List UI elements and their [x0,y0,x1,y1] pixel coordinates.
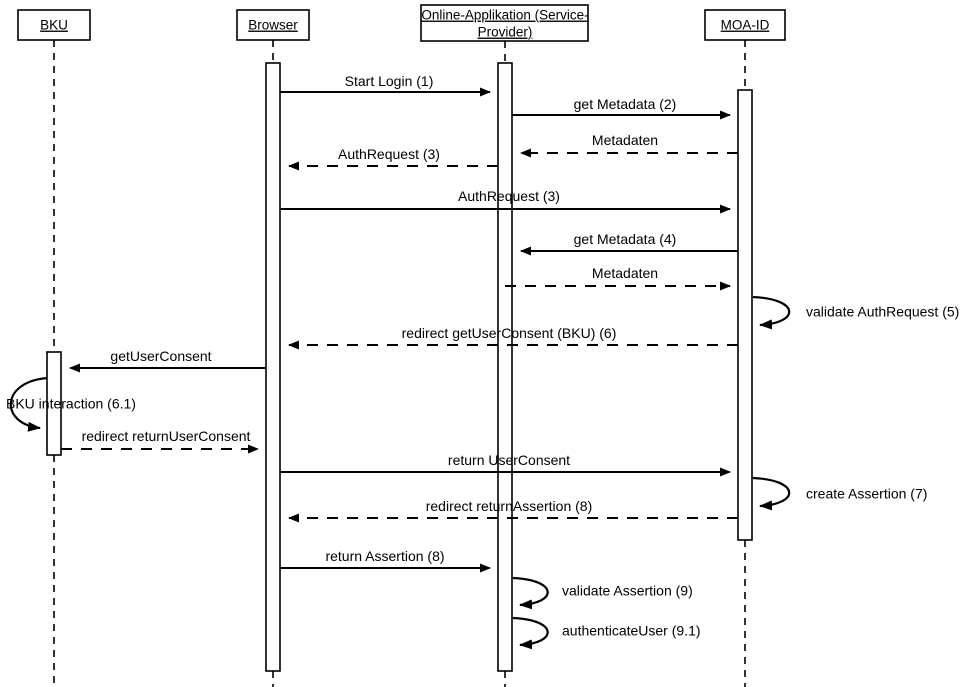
self-message-validate-authrequest[interactable]: validate AuthRequest (5) [752,295,959,330]
message-return-assertion[interactable]: return Assertion (8) [280,548,491,573]
messages: Start Login (1) get Metadata (2) Metadat… [61,73,738,573]
lifeline-label-online-applikation-line1: Online-Applikation (Service- [421,8,588,23]
message-label-authrequest-3-to-moaid: AuthRequest (3) [458,188,560,204]
self-message-label-authenticate-user: authenticateUser (9.1) [562,623,701,639]
message-label-return-userconsent: return UserConsent [448,452,570,468]
message-redirect-getuserconsent[interactable]: redirect getUserConsent (BKU) (6) [288,325,738,350]
message-return-userconsent[interactable]: return UserConsent [280,452,731,477]
message-label-start-login: Start Login (1) [345,73,434,89]
message-label-redirect-returnassertion: redirect returnAssertion (8) [426,498,593,514]
self-message-label-validate-authrequest: validate AuthRequest (5) [806,304,959,320]
activation-bar-bku [46,351,62,456]
message-getuserconsent[interactable]: getUserConsent [69,348,266,373]
lifeline-label-browser: Browser [248,18,298,33]
lifeline-header-bku[interactable]: BKU [17,9,91,41]
message-authrequest-3-to-moaid[interactable]: AuthRequest (3) [280,188,731,214]
lifeline-dashes [53,40,746,687]
lifeline-header-online-applikation[interactable]: Online-Applikation (Service- Provider) [420,4,589,42]
self-message-bku-interaction[interactable]: BKU interaction (6.1) [6,376,136,432]
message-label-getuserconsent: getUserConsent [110,348,211,364]
lifeline-label-moa-id: MOA-ID [721,18,770,33]
message-start-login[interactable]: Start Login (1) [280,73,491,97]
message-label-redirect-returnuserconsent: redirect returnUserConsent [82,428,251,444]
self-message-label-bku-interaction: BKU interaction (6.1) [6,396,136,412]
message-redirect-returnassertion[interactable]: redirect returnAssertion (8) [288,498,738,523]
message-label-metadaten-2: Metadaten [592,265,658,281]
lifeline-label-online-applikation-line2: Provider) [478,25,533,40]
message-label-return-assertion: return Assertion (8) [325,548,444,564]
lifeline-headers: BKU Browser Online-Applikation (Service-… [17,4,786,42]
activation-bar-browser [265,62,281,672]
self-message-create-assertion[interactable]: create Assertion (7) [752,476,927,511]
self-message-label-validate-assertion: validate Assertion (9) [562,583,693,599]
message-label-get-metadata-2: get Metadata (2) [574,96,677,112]
message-label-metadaten-1: Metadaten [592,132,658,148]
lifeline-label-bku: BKU [40,18,68,33]
lifeline-header-moa-id[interactable]: MOA-ID [704,9,786,41]
message-get-metadata-2[interactable]: get Metadata (2) [512,96,731,120]
message-metadaten-1[interactable]: Metadaten [520,132,738,158]
message-redirect-returnuserconsent[interactable]: redirect returnUserConsent [61,428,259,454]
message-label-redirect-getuserconsent: redirect getUserConsent (BKU) (6) [402,325,617,341]
self-message-authenticate-user[interactable]: authenticateUser (9.1) [512,616,701,650]
message-label-get-metadata-4: get Metadata (4) [574,231,677,247]
message-get-metadata-4[interactable]: get Metadata (4) [520,231,738,256]
activation-bars [46,62,753,672]
message-label-authrequest-3-to-browser: AuthRequest (3) [338,146,440,162]
activation-bar-oa [497,62,513,672]
self-message-label-create-assertion: create Assertion (7) [806,486,927,502]
lifeline-header-browser[interactable]: Browser [236,9,310,41]
self-message-validate-assertion[interactable]: validate Assertion (9) [512,576,693,610]
activation-bar-moaid [737,89,753,541]
message-authrequest-3-to-browser[interactable]: AuthRequest (3) [288,146,498,171]
message-metadaten-2[interactable]: Metadaten [505,265,731,291]
self-messages: validate AuthRequest (5) BKU interaction… [6,295,959,650]
